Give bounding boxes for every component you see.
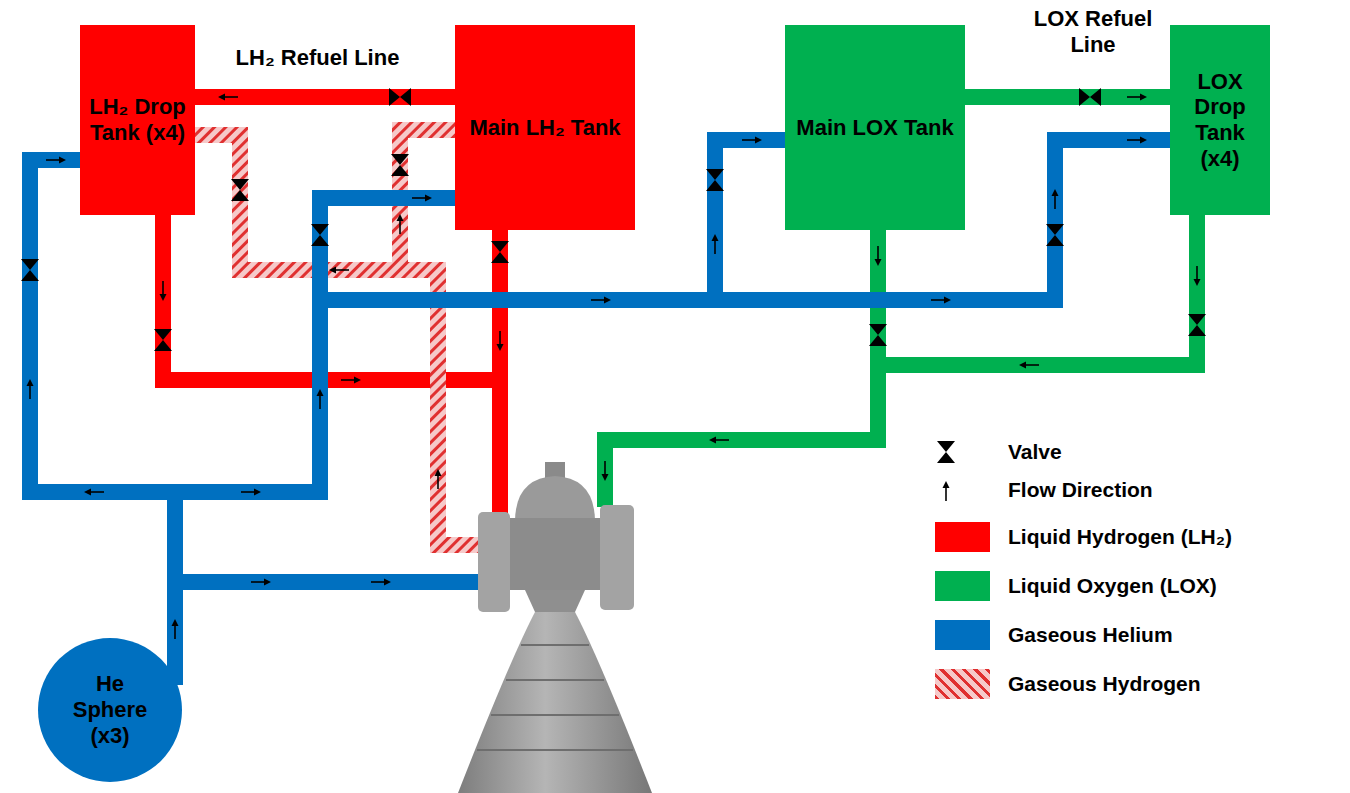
legend-text: Valve [1008,439,1062,464]
valve-symbol [1188,325,1206,336]
valve-symbol [391,165,409,176]
valve-symbol [231,190,249,201]
tank-label: Main LOX Tank [796,115,953,141]
valve-symbol [154,329,172,340]
main-tank: Main LH₂ Tank [455,25,635,230]
flow-arrow [755,137,762,144]
turbopump [478,512,510,612]
valve-symbol [491,241,509,252]
legend-arrow [943,481,950,488]
bell-band [521,644,589,646]
flow-arrow [1194,279,1201,286]
engine-dome [515,476,595,522]
valve-symbol [937,452,955,463]
tank-label: LOX Drop Tank (x4) [1176,69,1264,172]
flow-arrow [254,489,261,496]
valve-symbol [231,179,249,190]
flow-arrow [329,267,336,274]
flow-arrow [425,195,432,202]
tank-label: Main LH₂ Tank [469,115,620,141]
legend-swatch [935,571,990,601]
tank-label: LH₂ Drop Tank (x4) [86,94,189,145]
valve-symbol [389,88,400,106]
pipe [965,89,1170,105]
legend-text: Gaseous Hydrogen [1008,671,1201,696]
flow-arrow [264,579,271,586]
line-label: LH₂ Refuel Line [200,45,435,71]
lox-pipe [878,215,1197,365]
engine-throat [525,590,585,612]
flow-arrow [27,379,34,386]
valve-symbol [1046,224,1064,235]
valve-symbol [869,335,887,346]
valve-symbol [391,154,409,165]
helium-sphere: He Sphere (x3) [38,638,182,782]
valve-symbol [21,270,39,281]
main-tank: Main LOX Tank [785,25,965,230]
flow-arrow [875,259,882,266]
pipe-connector [175,137,1170,686]
engine-bell [458,612,652,793]
flow-arrow [84,489,91,496]
pipe-connector [195,94,455,101]
flow-arrow [160,294,167,301]
flow-arrow [1140,137,1147,144]
bell-band [491,714,619,716]
flow-arrow [1052,189,1059,196]
flow-arrow [354,377,361,384]
lh2-pipe [492,230,508,514]
valve-symbol [491,252,509,263]
tank-label: He Sphere (x3) [60,671,160,748]
valve-symbol [154,340,172,351]
bell-band [477,749,633,751]
flow-arrow [435,469,442,476]
legend-swatch [935,522,990,552]
flow-arrow [709,437,716,444]
valve-symbol [1090,88,1101,106]
valve-symbol [1046,235,1064,246]
drop-tank: LOX Drop Tank (x4) [1170,25,1270,215]
engine-illustration [458,462,652,793]
flow-arrow [218,94,225,101]
pipe-connector [965,94,1170,101]
flow-arrow [59,157,66,164]
drop-tank: LH₂ Drop Tank (x4) [80,25,195,215]
valve-symbol [311,224,329,235]
flow-arrow [1019,362,1026,369]
flow-arrow [712,234,719,241]
flow-arrow [497,344,504,351]
sphere-shape [38,638,182,782]
pipe [30,160,175,685]
valve-symbol [1188,314,1206,325]
turbopump [600,505,634,610]
valve-symbol [937,441,955,452]
flow-arrow [604,297,611,304]
pipe-connector [30,157,175,686]
pipe [195,89,455,105]
legend-text: Flow Direction [1008,477,1153,502]
valve-symbol [706,180,724,191]
flow-arrow [397,214,404,221]
legend-swatch [935,620,990,650]
valve-symbol [21,259,39,270]
lox-pipe [605,230,878,507]
bell-band [506,679,604,681]
line-label: LOX Refuel Line [1018,6,1168,57]
valve-symbol [706,169,724,180]
legend-text: Liquid Hydrogen (LH₂) [1008,524,1232,549]
valve-symbol [1079,88,1090,106]
legend-swatch [935,669,990,699]
flow-arrow [384,579,391,586]
valve-symbol [869,324,887,335]
pipe [175,140,1170,685]
flow-arrow [944,297,951,304]
legend-text: Liquid Oxygen (LOX) [1008,573,1217,598]
valve-symbol [400,88,411,106]
flow-arrow [1140,94,1147,101]
legend-text: Gaseous Helium [1008,622,1173,647]
valve-symbol [311,235,329,246]
flow-arrow [602,474,609,481]
flow-arrow [317,389,324,396]
flow-arrow [172,619,179,626]
